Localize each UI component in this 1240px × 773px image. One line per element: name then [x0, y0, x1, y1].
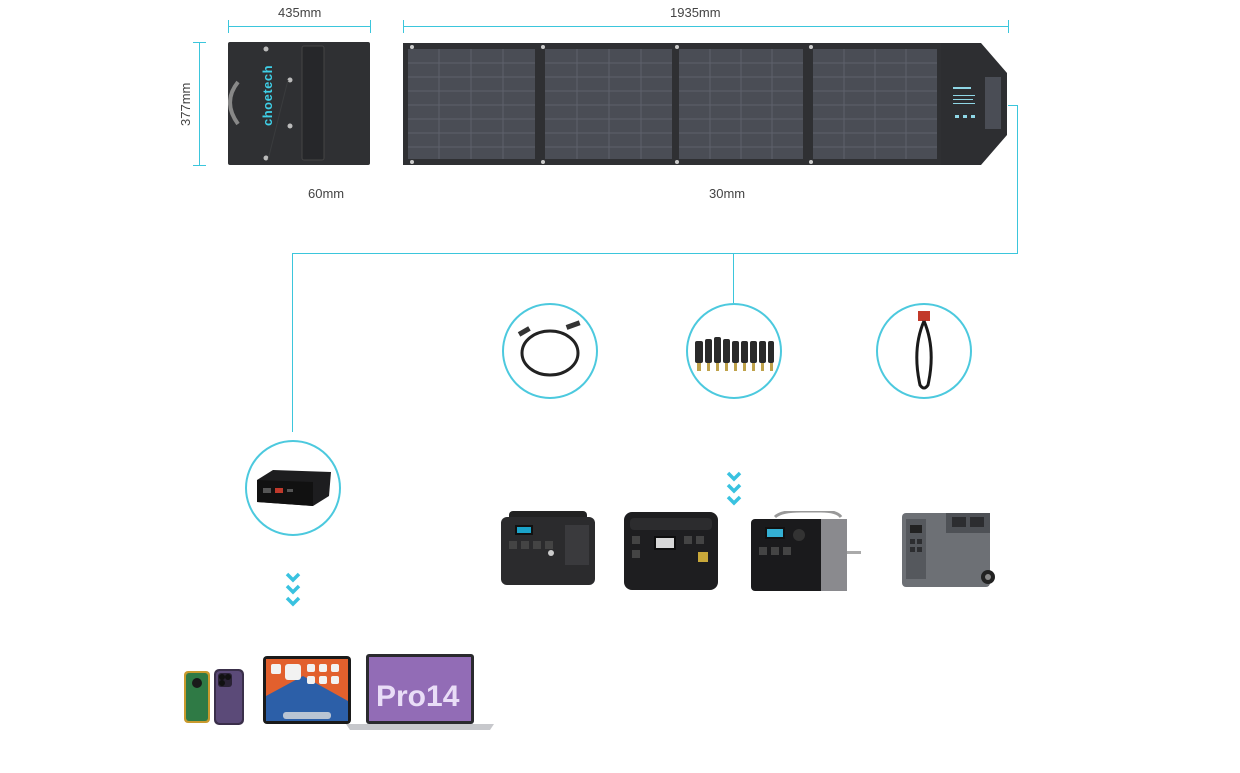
connector-right-stub — [1008, 105, 1018, 106]
laptop: Pro14 — [346, 654, 494, 735]
unfolded-width-tick-left — [403, 20, 404, 33]
folded-width-line — [228, 26, 371, 27]
folded-panel-graphic — [228, 42, 370, 165]
power-bank-circle — [245, 440, 341, 536]
unfolded-width-tick-right — [1008, 20, 1009, 33]
arrows-down-left — [284, 571, 302, 616]
folded-panel-logo: choetech — [260, 64, 275, 126]
power-station-4 — [902, 513, 1000, 596]
power-station-3-icon — [751, 509, 861, 591]
height-tick-top — [193, 42, 206, 43]
laptop-icon: Pro14 — [346, 654, 494, 730]
folded-width-tick-left — [228, 20, 229, 33]
unfolded-thickness-label: 30mm — [709, 186, 746, 201]
folded-solar-panel: choetech — [228, 42, 370, 165]
height-line — [199, 42, 200, 166]
power-station-2-icon — [624, 512, 718, 590]
power-station-1 — [501, 511, 595, 590]
unfolded-panel-graphic — [403, 43, 1007, 165]
anderson-cable-icon — [915, 311, 933, 390]
folded-width-tick-right — [370, 20, 371, 33]
phones — [184, 669, 260, 730]
dc-cable-icon — [517, 320, 581, 377]
unfolded-solar-panel — [403, 43, 1007, 165]
laptop-screen-text: Pro14 — [376, 680, 460, 713]
power-station-1-icon — [501, 511, 595, 585]
anderson-cable-circle — [876, 303, 972, 399]
connector-horizontal — [292, 253, 1018, 254]
phones-icon — [184, 669, 244, 725]
connector-left-vertical — [292, 253, 293, 432]
power-bank-icon — [257, 470, 331, 506]
dc-adapter-tips-icon — [695, 337, 774, 371]
connector-center-vertical — [733, 253, 734, 303]
height-label: 377mm — [178, 82, 193, 126]
unfolded-width-line — [403, 26, 1009, 27]
tablet — [263, 656, 351, 729]
chevron-down-icon — [726, 471, 742, 506]
unfolded-width-label: 1935mm — [670, 5, 721, 20]
connector-right-vertical — [1017, 105, 1018, 254]
dc-cable-circle — [502, 303, 598, 399]
tablet-icon — [263, 656, 351, 724]
power-station-4-icon — [902, 513, 995, 587]
folded-thickness-label: 60mm — [308, 186, 345, 201]
height-tick-bottom — [193, 165, 206, 166]
power-station-2 — [624, 512, 718, 595]
power-station-3 — [751, 509, 863, 596]
arrows-down-center — [725, 470, 743, 515]
folded-width-label: 435mm — [278, 5, 322, 20]
dc-adapter-tips-circle — [686, 303, 782, 399]
chevron-down-icon — [285, 572, 301, 607]
